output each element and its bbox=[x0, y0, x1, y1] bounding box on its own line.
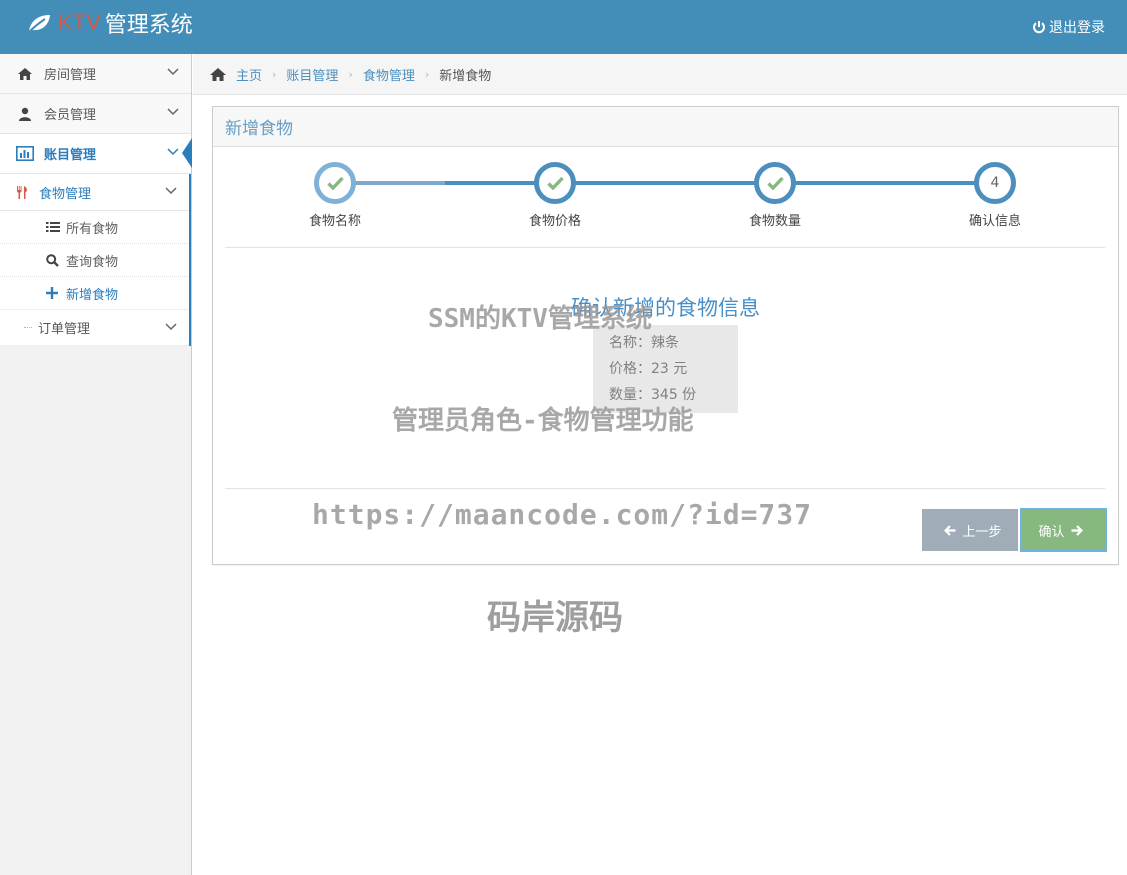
tree-connector bbox=[24, 327, 32, 328]
wizard-track bbox=[445, 181, 995, 185]
brand-title-text: 管理系统 bbox=[104, 13, 193, 38]
sidebar-item-orders[interactable]: 订单管理 bbox=[0, 310, 189, 346]
arrow-right-icon bbox=[1071, 524, 1083, 536]
sidebar-item-label: 食物管理 bbox=[39, 186, 92, 202]
arrow-left-icon bbox=[944, 524, 956, 536]
step-circle bbox=[754, 162, 796, 204]
step-circle: 4 bbox=[974, 162, 1016, 204]
food-price-line: 价格：23 元 bbox=[609, 361, 688, 377]
widget-header: 新增食物 bbox=[213, 107, 1118, 147]
power-icon bbox=[1033, 21, 1045, 34]
wizard-track bbox=[335, 181, 445, 185]
food-quantity-line: 数量：345 份 bbox=[609, 387, 697, 403]
sidebar-item-label: 房间管理 bbox=[44, 68, 97, 83]
step-circle bbox=[534, 162, 576, 204]
step-circle bbox=[314, 162, 356, 204]
chevron-right-icon: › bbox=[424, 67, 430, 81]
plus-icon bbox=[46, 287, 60, 299]
food-info-box: 名称：辣条 价格：23 元 数量：345 份 bbox=[593, 325, 738, 413]
confirm-heading: 确认新增的食物信息 bbox=[571, 296, 760, 320]
wizard-step-price[interactable]: 食物价格 bbox=[495, 162, 615, 229]
chevron-right-icon: › bbox=[348, 67, 353, 81]
divider bbox=[225, 488, 1105, 489]
chevron-down-icon bbox=[165, 323, 177, 331]
step-label: 食物价格 bbox=[528, 214, 581, 229]
breadcrumb-accounts-link[interactable]: 账目管理 bbox=[286, 68, 339, 84]
list-icon bbox=[46, 221, 60, 233]
sidebar-item-food[interactable]: 食物管理 bbox=[0, 174, 189, 211]
sidebar-item-label: 订单管理 bbox=[38, 322, 91, 337]
sidebar-item-label: 新增食物 bbox=[66, 287, 119, 303]
home-icon bbox=[209, 67, 227, 82]
sidebar-item-label: 查询食物 bbox=[66, 254, 119, 270]
leaf-icon bbox=[27, 15, 50, 34]
sidebar-menu: 房间管理 会员管理 账目管理 食物管理 bbox=[0, 54, 192, 346]
add-food-widget: 新增食物 食物名称 食物价格 食物数量 4 确认信息 确认新增的食 bbox=[212, 106, 1119, 565]
check-icon bbox=[546, 176, 564, 190]
sidebar-item-search-food[interactable]: 查询食物 bbox=[0, 244, 189, 277]
brand-ktv-text: KTV bbox=[58, 10, 101, 35]
wizard-step-name[interactable]: 食物名称 bbox=[275, 162, 395, 229]
sidebar-item-add-food[interactable]: 新增食物 bbox=[0, 277, 189, 310]
user-icon bbox=[16, 106, 34, 122]
wizard-step-confirm[interactable]: 4 确认信息 bbox=[935, 162, 1055, 229]
search-icon bbox=[46, 253, 60, 267]
watermark-url: https://maancode.com/?id=737 bbox=[312, 498, 813, 531]
chevron-down-icon bbox=[167, 148, 179, 156]
breadcrumb-home-link[interactable]: 主页 bbox=[236, 68, 263, 84]
food-name-line: 名称：辣条 bbox=[609, 335, 679, 351]
divider bbox=[225, 247, 1105, 248]
cutlery-icon bbox=[16, 185, 30, 199]
logout-label: 退出登录 bbox=[1049, 20, 1105, 36]
bar-chart-icon bbox=[16, 146, 34, 162]
sidebar-item-label: 会员管理 bbox=[44, 108, 97, 123]
step-label: 食物名称 bbox=[308, 214, 361, 229]
sidebar-item-label: 账目管理 bbox=[44, 148, 97, 163]
watermark-role: 管理员角色-食物管理功能 bbox=[392, 406, 694, 436]
chevron-down-icon bbox=[167, 108, 179, 116]
widget-title: 新增食物 bbox=[225, 119, 293, 139]
step-label: 确认信息 bbox=[968, 214, 1021, 229]
sidebar-submenu: 食物管理 所有食物 查询食物 新增食物 bbox=[0, 174, 191, 346]
sidebar-item-label: 所有食物 bbox=[66, 221, 119, 237]
check-icon bbox=[326, 176, 344, 190]
confirm-label: 确认 bbox=[1038, 524, 1065, 540]
wizard-steps: 食物名称 食物价格 食物数量 4 确认信息 bbox=[213, 147, 1118, 247]
wizard-step-quantity[interactable]: 食物数量 bbox=[715, 162, 835, 229]
logout-button[interactable]: 退出登录 bbox=[1032, 17, 1105, 37]
prev-step-label: 上一步 bbox=[962, 524, 1002, 540]
active-indicator bbox=[182, 138, 192, 168]
breadcrumb: 主页 › 账目管理 › 食物管理 › 新增食物 bbox=[193, 54, 1127, 95]
chevron-right-icon: › bbox=[272, 67, 277, 81]
sidebar-item-rooms[interactable]: 房间管理 bbox=[0, 54, 191, 94]
sidebar-item-members[interactable]: 会员管理 bbox=[0, 94, 191, 134]
confirm-button[interactable]: 确认 bbox=[1020, 508, 1107, 552]
step-label: 食物数量 bbox=[748, 214, 801, 229]
breadcrumb-current: 新增食物 bbox=[439, 68, 492, 84]
watermark-source: 码岸源码 bbox=[487, 598, 623, 638]
sidebar: 房间管理 会员管理 账目管理 食物管理 bbox=[0, 54, 192, 875]
home-icon bbox=[16, 66, 34, 82]
top-navbar: KTV 管理系统 退出登录 bbox=[0, 0, 1127, 54]
prev-step-button[interactable]: 上一步 bbox=[922, 509, 1018, 551]
chevron-down-icon bbox=[167, 68, 179, 76]
chevron-down-icon bbox=[165, 187, 177, 195]
sidebar-item-accounts[interactable]: 账目管理 bbox=[0, 134, 192, 174]
check-icon bbox=[766, 176, 784, 190]
breadcrumb-food-link[interactable]: 食物管理 bbox=[362, 68, 415, 84]
watermark-project: SSM的KTV管理系统 bbox=[428, 304, 652, 334]
sidebar-item-all-food[interactable]: 所有食物 bbox=[0, 211, 189, 244]
brand-logo[interactable]: KTV 管理系统 bbox=[26, 8, 193, 38]
